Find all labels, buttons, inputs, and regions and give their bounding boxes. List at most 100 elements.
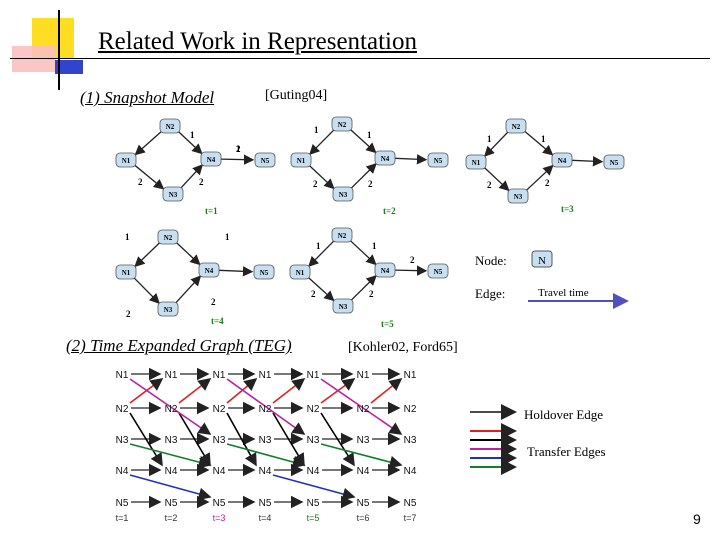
snapshot-weight-w_n1_n3: 2 [126, 309, 131, 319]
teg-transfer-edge-red [129, 378, 164, 404]
teg-transfer-edge-red [370, 378, 403, 404]
teg-node: N1 [213, 370, 226, 381]
snapshot-weight-w_n4_n5: 2 [236, 144, 241, 154]
snapshot-edge-n1-n3 [308, 164, 335, 190]
snapshot-node-n2 [505, 118, 527, 134]
teg-node: N2 [213, 404, 226, 415]
snapshot-node-label: N2 [164, 234, 173, 242]
snapshot-weight-w_n2_n4: 1 [372, 241, 377, 251]
snapshot-edge-n1-n3 [133, 164, 165, 190]
snapshot-weight-w_n2_n1: 1 [316, 241, 321, 251]
snapshot-node-label: N5 [260, 269, 269, 277]
snapshot-edge-n1-n3 [133, 276, 160, 304]
snapshot-node-n5 [603, 154, 625, 170]
legend-node-box [531, 250, 553, 268]
snapshot-node-n4 [551, 152, 573, 168]
snapshot-node-label: N3 [514, 193, 523, 201]
teg-node: N3 [307, 435, 320, 446]
snapshot-node-label: N3 [339, 191, 348, 199]
snapshot-weight-w_n2_n1: 1 [190, 130, 195, 140]
decor-blue-block [55, 60, 83, 74]
snapshot-node-label: N1 [297, 157, 306, 165]
snapshot-citation: [Guting04] [265, 88, 328, 103]
snapshot-weight-w_n4_n5: 2 [410, 255, 415, 265]
teg-node: N2 [116, 404, 129, 415]
legend-holdover-label: Holdover Edge [524, 407, 603, 422]
decor-vertical-line [58, 10, 60, 90]
snapshot-node-label: N5 [610, 159, 619, 167]
teg-node: N4 [307, 466, 320, 477]
teg-node: N2 [165, 404, 178, 415]
decor-horizontal-line [10, 58, 710, 59]
teg-node: N4 [165, 466, 178, 477]
snapshot-node-n1 [290, 152, 312, 168]
teg-node: N3 [165, 435, 178, 446]
snapshot-time-label: t=1 [205, 206, 218, 216]
snapshot-edge-n3-n4 [174, 275, 202, 304]
teg-node: N4 [213, 466, 226, 477]
snapshot-weight-w_n2_n1: 1 [125, 232, 130, 242]
snapshot-edge-n2-n1 [134, 130, 163, 156]
teg-transfer-edge-magenta [226, 378, 306, 435]
decor-pink-block [12, 46, 56, 72]
legend-node-example: N [538, 255, 546, 267]
snapshot-edge-n3-n4 [350, 274, 377, 302]
teg-transfer-edge-black [320, 412, 355, 467]
teg-node: N1 [307, 370, 320, 381]
snapshot-node-n3 [332, 186, 354, 202]
teg-node: N2 [307, 404, 320, 415]
snapshot-edge-n2-n1 [484, 130, 510, 157]
teg-node: N1 [116, 370, 129, 381]
snapshot-edge-n2-n1 [309, 128, 335, 155]
teg-node: N5 [357, 498, 370, 509]
snapshot-node-n3 [507, 188, 529, 204]
teg-transfer-edge-red [226, 377, 258, 404]
teg-node: N4 [404, 466, 417, 477]
teg-transfer-edge-black [129, 412, 163, 467]
snapshot-node-label: N2 [338, 121, 347, 129]
snapshot-heading: (1) Snapshot Model [80, 88, 215, 107]
snapshot-node-label: N4 [207, 156, 216, 164]
snapshot-time-label: t=4 [211, 316, 224, 326]
legend-edge-label: Edge: [475, 286, 505, 301]
snapshot-edge-n3-n4 [525, 164, 554, 192]
snapshot-edge-n4-n5 [394, 265, 428, 276]
snapshot-weight-w_n1_n3: 2 [313, 179, 318, 189]
teg-node: N1 [404, 370, 417, 381]
teg-node: N3 [404, 435, 417, 446]
snapshot-node-label: N2 [512, 123, 521, 131]
snapshot-node-label: N4 [205, 267, 214, 275]
snapshot-weight-w_n2_n1: 1 [314, 125, 319, 135]
snapshot-node-label: N2 [166, 123, 175, 131]
teg-node: N5 [307, 498, 320, 509]
snapshot-weight-w_n2_n4: 1 [236, 144, 241, 154]
teg-time-label: t=4 [259, 513, 272, 523]
snapshot-node-n5 [254, 152, 276, 168]
legend-transfer-label: Transfer Edges [527, 444, 606, 459]
snapshot-node-label: N4 [558, 157, 567, 165]
teg-transfer-edge-blue [129, 474, 212, 501]
snapshot-weight-w_n2_n4: 1 [367, 130, 372, 140]
snapshot-edge-n2-n1 [308, 239, 335, 267]
snapshot-node-n2 [159, 118, 181, 134]
snapshot-node-label: N4 [381, 155, 390, 163]
teg-node: N5 [213, 498, 226, 509]
snapshot-edge-n4-n5 [220, 154, 255, 165]
teg-node: N2 [259, 404, 272, 415]
snapshot-weight-w_n3_n4: 2 [545, 178, 550, 188]
snapshot-node-label: N1 [122, 157, 131, 165]
teg-transfer-edge-blue [272, 474, 356, 501]
teg-transfer-edge-green [226, 443, 306, 469]
snapshot-node-n4 [198, 262, 220, 278]
teg-node: N4 [357, 466, 370, 477]
snapshot-node-n4 [200, 151, 222, 167]
teg-node: N4 [116, 466, 129, 477]
snapshot-node-n2 [331, 227, 353, 243]
teg-node: N2 [404, 404, 417, 415]
snapshot-weight-w_n1_n3: 2 [311, 289, 316, 299]
snapshot-node-label: N5 [261, 157, 270, 165]
